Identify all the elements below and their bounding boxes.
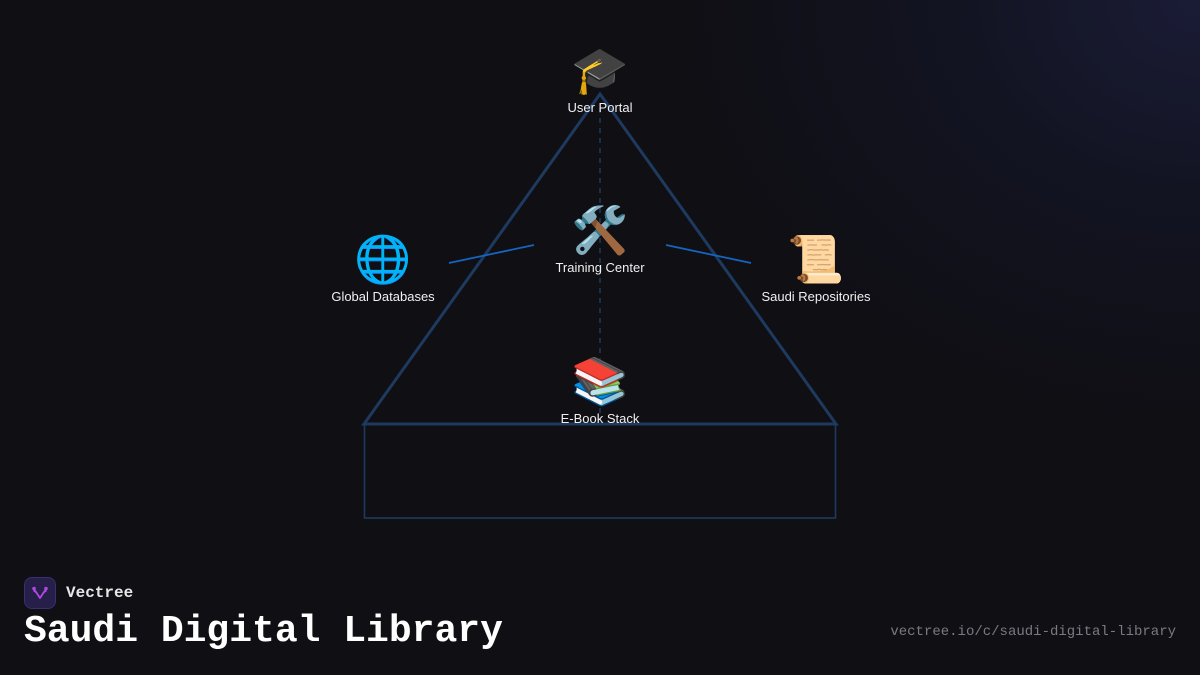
vectree-logo-icon	[24, 577, 56, 609]
node-label: E-Book Stack	[560, 411, 640, 426]
node-user-portal[interactable]: 🎓 User Portal	[567, 42, 632, 115]
scroll-icon: 📜	[787, 232, 845, 286]
node-saudi-repositories[interactable]: 📜 Saudi Repositories	[761, 231, 870, 304]
globe-icon: 🌐	[354, 232, 412, 286]
connector-training-saudi	[665, 244, 752, 264]
node-training-center[interactable]: 🛠️ Training Center	[555, 202, 644, 275]
books-icon: 📚	[571, 354, 629, 408]
hammer-and-wrench-icon: 🛠️	[571, 203, 629, 257]
brand: Vectree	[24, 577, 133, 609]
brand-name: Vectree	[66, 584, 134, 602]
connector-global-training	[448, 244, 535, 264]
graduation-cap-icon: 🎓	[571, 43, 629, 97]
base-rectangle	[363, 423, 837, 519]
node-global-databases[interactable]: 🌐 Global Databases	[331, 231, 434, 304]
node-label: Saudi Repositories	[761, 289, 871, 304]
node-label: Global Databases	[331, 289, 435, 304]
triangle-outline	[361, 91, 839, 426]
node-label: User Portal	[567, 100, 633, 115]
page-url[interactable]: vectree.io/c/saudi-digital-library	[890, 624, 1176, 640]
node-ebook-stack[interactable]: 📚 E-Book Stack	[561, 353, 640, 426]
node-label: Training Center	[555, 260, 645, 275]
vectree-v-icon	[32, 586, 48, 599]
page-title: Saudi Digital Library	[24, 610, 503, 653]
